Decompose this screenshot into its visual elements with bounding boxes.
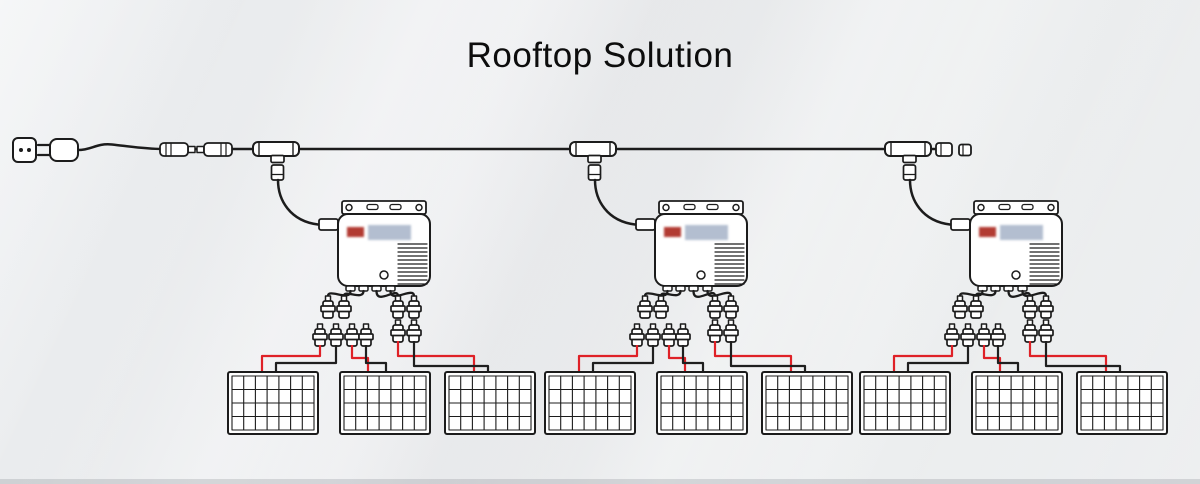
page-title: Rooftop Solution — [466, 36, 734, 75]
pv-unit-3 — [860, 142, 1167, 434]
pv-unit-1 — [228, 142, 535, 434]
pv-unit-2 — [545, 142, 852, 434]
ac-trunk-cable — [76, 143, 942, 152]
trunk-end-cap — [958, 143, 972, 157]
ac-plug-icon — [36, 138, 79, 162]
inline-connector-pair — [159, 142, 233, 157]
trunk-end-connector — [935, 142, 953, 157]
wall-socket-icon — [12, 137, 37, 163]
bottom-shadow — [0, 479, 1200, 484]
